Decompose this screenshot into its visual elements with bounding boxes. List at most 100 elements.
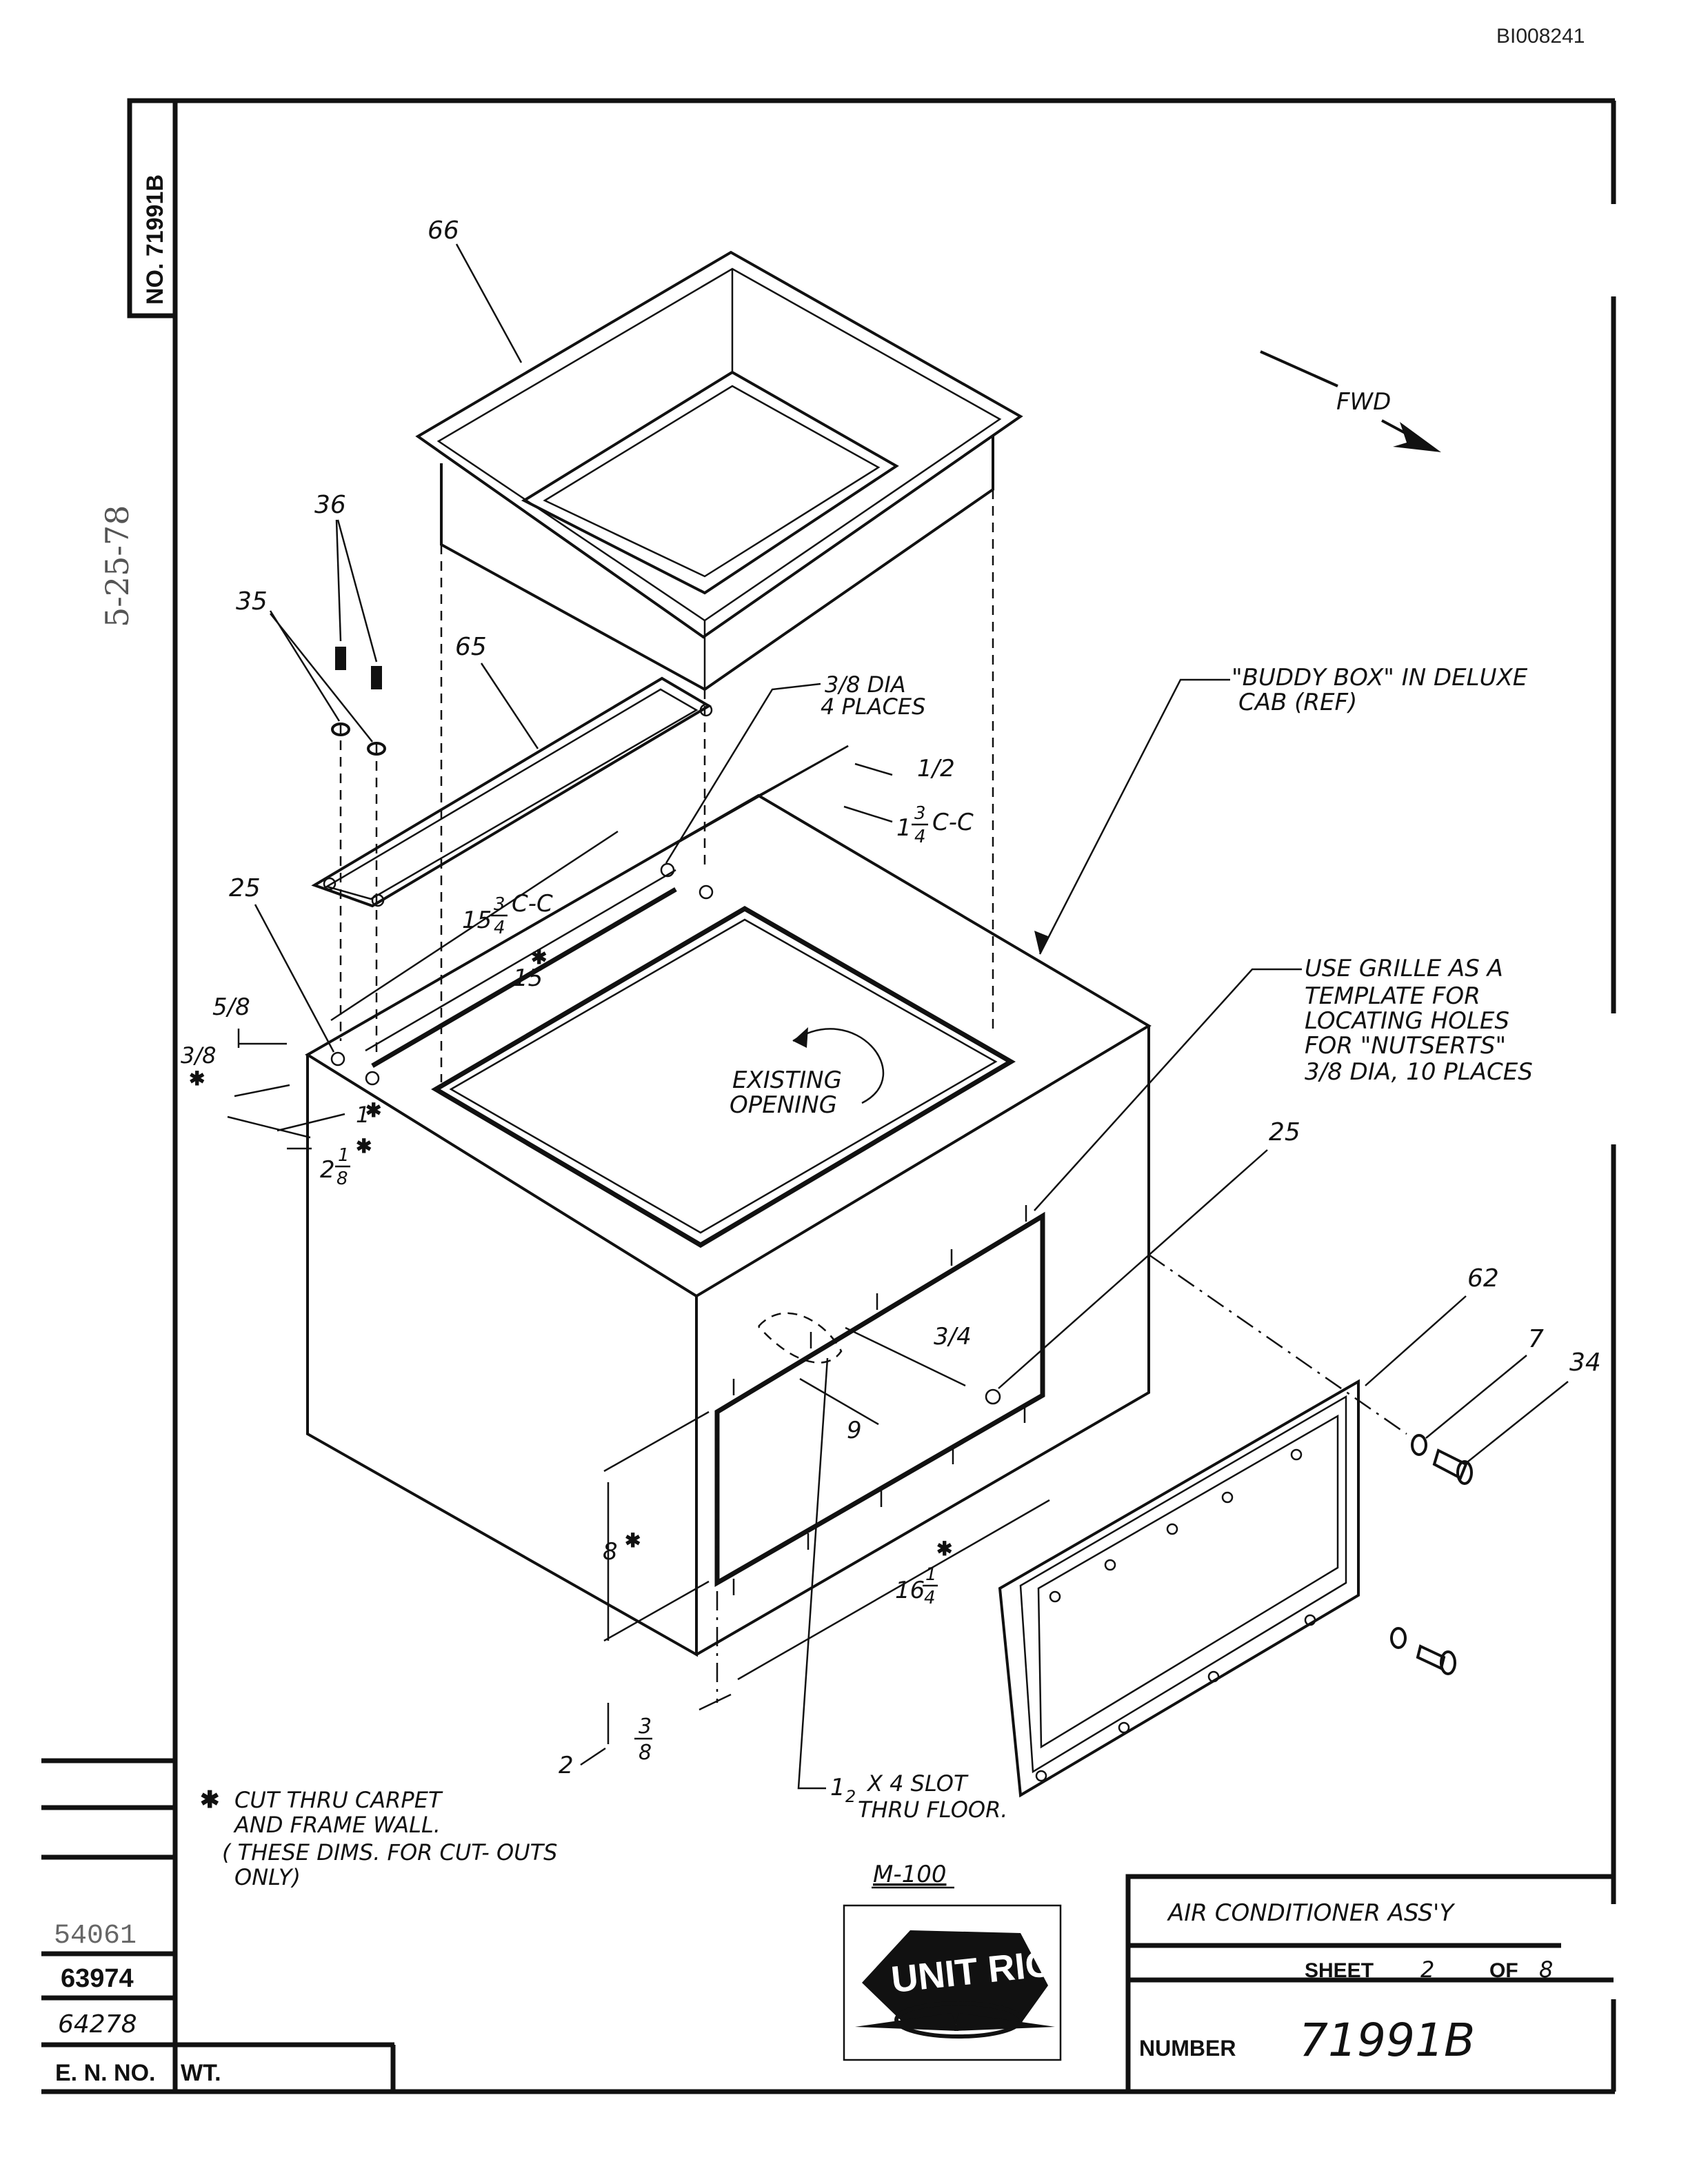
dim-one-star: ✱ xyxy=(365,1100,381,1121)
part-label-66: 66 xyxy=(428,216,459,245)
dim-15cc-num: 3 xyxy=(494,894,505,915)
dim-two-whole: 2 xyxy=(320,1156,335,1184)
of-label: OF xyxy=(1489,1959,1518,1982)
sheet-total: 8 xyxy=(1539,1957,1553,1983)
dim-nine: 9 xyxy=(847,1417,862,1444)
dim-16-num: 1 xyxy=(925,1564,937,1585)
slot-whole: 1 xyxy=(830,1774,845,1801)
grille-note-line-3: LOCATING HOLES xyxy=(1305,1007,1509,1035)
hole-note: 3/8 DIA 4 PLACES xyxy=(665,671,925,864)
sheet-label: SHEET xyxy=(1305,1959,1374,1982)
nutsert-holes xyxy=(732,1205,1027,1595)
hole-note-line-1: 3/8 DIA xyxy=(825,671,906,698)
document-id: BI008241 xyxy=(1496,25,1585,48)
dim-two-star: ✱ xyxy=(356,1135,372,1157)
dim-two-den: 8 xyxy=(336,1169,348,1189)
part-label-7: 7 xyxy=(1528,1325,1544,1353)
side-dimension-lines xyxy=(603,1326,1050,1744)
dim-cc-whole: 1 xyxy=(896,814,912,842)
dim-bottom-two: 2 xyxy=(559,1752,574,1779)
handwritten-date: 5-25-78 xyxy=(99,505,136,627)
grille-note-line-5: 3/8 DIA, 10 PLACES xyxy=(1305,1058,1533,1086)
dim-15-cc: 15 3 4 C-C xyxy=(462,890,553,938)
cut-note-line-2: AND FRAME WALL. xyxy=(233,1812,441,1838)
cut-note-star: ✱ xyxy=(200,1787,220,1813)
dim-eight: 8 xyxy=(603,1538,618,1566)
dim-eight-star: ✱ xyxy=(625,1530,641,1551)
dim-15cc-den: 4 xyxy=(494,918,505,938)
slot-note: 1 2 X 4 SLOT THRU FLOOR. xyxy=(797,1357,1007,1823)
dim-three-eighths: 3/8 xyxy=(181,1042,217,1069)
dim-three-quarters: 3/4 xyxy=(934,1323,972,1351)
screws-part-36 xyxy=(335,647,382,1055)
dim-one: 1 xyxy=(356,1102,370,1128)
dim-15-star: ✱ xyxy=(531,947,547,968)
dim-half: 1/2 xyxy=(917,755,955,782)
dim-cc: 1 3 4 C-C xyxy=(896,803,974,847)
part-label-34: 34 xyxy=(1569,1348,1601,1377)
dim-five-eighths: 5/8 xyxy=(212,993,250,1021)
dim-16-whole: 16 xyxy=(895,1577,925,1604)
drawing-title: AIR CONDITIONER ASS'Y xyxy=(1167,1899,1455,1927)
fwd-label: FWD xyxy=(1336,388,1391,416)
title-block xyxy=(1125,1874,1614,2092)
washer-part-7 xyxy=(1390,1434,1427,1649)
forward-direction-arrow xyxy=(1260,350,1441,452)
dim-two-num: 1 xyxy=(338,1145,350,1166)
dim-bottom-num: 3 xyxy=(639,1715,652,1739)
buddy-box-note: "BUDDY BOX" IN DELUXE CAB (REF) xyxy=(1034,664,1528,955)
washers-part-35 xyxy=(331,722,386,756)
dim-cc-num: 3 xyxy=(914,803,926,824)
cut-note-line-4: ONLY) xyxy=(234,1864,301,1890)
slot-note-line-2: THRU FLOOR. xyxy=(858,1797,1007,1823)
filter-tray-part-66 xyxy=(415,250,1023,691)
dim-15cc-suffix: C-C xyxy=(512,890,553,918)
dim-bottom-den: 8 xyxy=(639,1741,652,1765)
grille-note-line-2: TEMPLATE FOR xyxy=(1305,982,1480,1010)
dim-15cc-whole: 15 xyxy=(462,907,492,934)
dim-sixteen-quarter: 16 1 4 ✱ xyxy=(895,1538,952,1608)
cut-note: ✱ CUT THRU CARPET AND FRAME WALL. ( THES… xyxy=(200,1787,557,1890)
part-label-62: 62 xyxy=(1467,1264,1499,1293)
cut-note-line-3: ( THESE DIMS. FOR CUT- OUTS xyxy=(222,1839,557,1866)
part-label-25-top: 25 xyxy=(229,874,261,902)
part-label-65: 65 xyxy=(455,633,487,661)
model-label: M-100 xyxy=(873,1861,947,1888)
top-dimension-lines xyxy=(227,745,893,1150)
slot-note-line-1: X 4 SLOT xyxy=(866,1770,969,1797)
existing-opening-line-1: EXISTING xyxy=(732,1066,842,1094)
dim-15: 15 xyxy=(513,964,543,992)
dim-three-eighths-star: ✱ xyxy=(189,1068,205,1089)
buddy-box-note-line-1: "BUDDY BOX" IN DELUXE xyxy=(1232,664,1528,691)
weight-label: WT. xyxy=(181,2060,221,2086)
drawing-number-tab: NO. 71991B xyxy=(142,174,168,305)
drawing-number: 71991B xyxy=(1299,2014,1475,2067)
dim-cc-den: 4 xyxy=(914,827,926,847)
unit-rig-logo xyxy=(843,1904,1062,2061)
side-grille-part-62 xyxy=(998,1379,1360,1798)
en-entry-2: 63974 xyxy=(61,1964,134,1993)
dim-bottom-fraction: 3 8 xyxy=(634,1715,652,1765)
part-label-25-side: 25 xyxy=(1269,1118,1300,1146)
en-entry-1: 54061 xyxy=(54,1921,137,1952)
revision-block xyxy=(41,1758,396,2092)
grille-strip-part-65 xyxy=(311,676,713,908)
buddy-box xyxy=(305,793,1152,1703)
screw-part-34 xyxy=(1416,1448,1473,1675)
number-label: NUMBER xyxy=(1139,2036,1236,2061)
part-label-36: 36 xyxy=(314,491,346,519)
dim-two-eighth: 2 1 8 ✱ xyxy=(320,1135,372,1189)
en-entry-3: 64278 xyxy=(58,2010,137,2039)
dim-16-star: ✱ xyxy=(936,1538,952,1559)
buddy-box-note-line-2: CAB (REF) xyxy=(1238,689,1357,716)
dim-16-den: 4 xyxy=(924,1588,936,1608)
grille-note-line-1: USE GRILLE AS A xyxy=(1305,955,1503,982)
slot-fraction: 2 xyxy=(845,1787,856,1806)
grille-template-note: USE GRILLE AS A TEMPLATE FOR LOCATING HO… xyxy=(1034,955,1533,1211)
cut-note-line-1: CUT THRU CARPET xyxy=(234,1787,443,1813)
existing-opening-line-2: OPENING xyxy=(730,1091,837,1119)
part-label-35: 35 xyxy=(236,587,268,616)
sheet-border xyxy=(41,98,1616,2094)
dim-cc-suffix: C-C xyxy=(932,809,974,836)
